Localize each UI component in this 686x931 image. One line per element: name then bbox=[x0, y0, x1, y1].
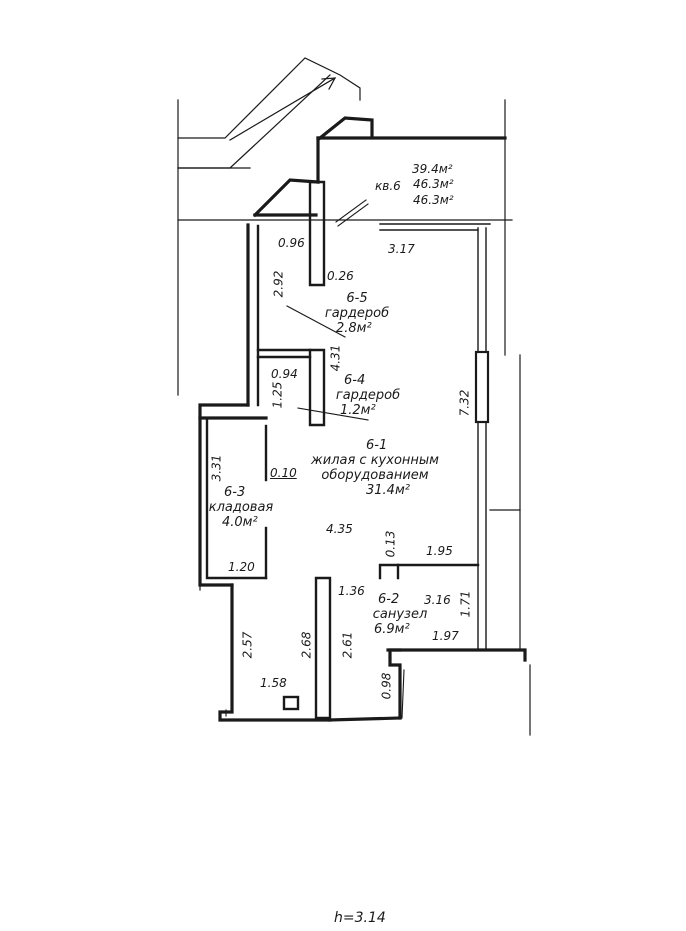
room-name: гардероб bbox=[324, 306, 390, 321]
dim-1-71: 1.71 bbox=[458, 590, 473, 618]
dim-3-17: 3.17 bbox=[388, 242, 415, 256]
dim-0-96: 0.96 bbox=[278, 236, 305, 250]
dim-0-26: 0.26 bbox=[327, 269, 354, 283]
dim-1-20: 1.20 bbox=[228, 560, 255, 574]
room-code: 6-1 bbox=[366, 438, 388, 453]
dim-3-16: 3.16 bbox=[424, 593, 451, 607]
room-6-3-label: 6-3 кладовая 4.0м² bbox=[206, 485, 276, 530]
room-area: 6.9м² bbox=[374, 622, 410, 637]
dim-0-94: 0.94 bbox=[271, 367, 298, 381]
room-name: санузел bbox=[372, 607, 428, 622]
room-code: 6-5 bbox=[346, 291, 368, 306]
ceiling-height: h=3.14 bbox=[334, 910, 386, 926]
apartment-label: кв.6 bbox=[375, 179, 401, 193]
apartment-area-2: 46.3м² bbox=[413, 177, 454, 191]
annotation-lines bbox=[225, 199, 405, 719]
dim-3-31: 3.31 bbox=[209, 454, 224, 482]
dim-2-61: 2.61 bbox=[340, 631, 355, 659]
dim-1-36: 1.36 bbox=[338, 584, 365, 598]
outer-walls bbox=[198, 116, 527, 722]
room-area: 1.2м² bbox=[340, 403, 376, 418]
dim-0-98: 0.98 bbox=[379, 672, 394, 700]
room-area: 4.0м² bbox=[222, 515, 258, 530]
dim-4-31: 4.31 bbox=[328, 344, 343, 372]
dim-2-92: 2.92 bbox=[271, 270, 286, 298]
dim-2-68: 2.68 bbox=[299, 631, 314, 659]
dim-1-97: 1.97 bbox=[432, 629, 459, 643]
dim-4-35: 4.35 bbox=[326, 522, 353, 536]
room-6-4-label: 6-4 гардероб 1.2м² bbox=[332, 373, 404, 418]
room-name: кладовая bbox=[208, 500, 274, 515]
room-area: 31.4м² bbox=[366, 483, 410, 498]
room-code: 6-2 bbox=[378, 592, 400, 607]
dim-1-95: 1.95 bbox=[426, 544, 453, 558]
apartment-area-3: 46.3м² bbox=[413, 193, 454, 207]
room-name-line1: жилая с кухонным bbox=[311, 453, 439, 468]
context-lines bbox=[177, 57, 531, 736]
dim-7-32: 7.32 bbox=[457, 389, 472, 417]
dim-0-13: 0.13 bbox=[383, 530, 398, 558]
dim-1-25: 1.25 bbox=[270, 381, 285, 409]
room-name-line2: оборудованием bbox=[321, 468, 429, 483]
room-6-1-label: 6-1 жилая с кухонным оборудованием 31.4м… bbox=[310, 438, 440, 498]
dim-1-58: 1.58 bbox=[260, 676, 287, 690]
apartment-area-1: 39.4м² bbox=[412, 162, 453, 176]
room-name: гардероб bbox=[335, 388, 401, 403]
room-code: 6-3 bbox=[224, 485, 246, 500]
inner-walls bbox=[205, 180, 480, 720]
room-6-5-label: 6-5 гардероб 2.8м² bbox=[322, 291, 392, 336]
window-wall bbox=[379, 223, 491, 651]
room-area: 2.8м² bbox=[336, 321, 372, 336]
room-6-2-label: 6-2 санузел 6.9м² bbox=[370, 592, 430, 637]
dim-2-57: 2.57 bbox=[240, 631, 255, 659]
entry-arrow bbox=[229, 77, 337, 141]
room-code: 6-4 bbox=[344, 373, 366, 388]
dim-0-10: 0.10 bbox=[270, 466, 297, 480]
